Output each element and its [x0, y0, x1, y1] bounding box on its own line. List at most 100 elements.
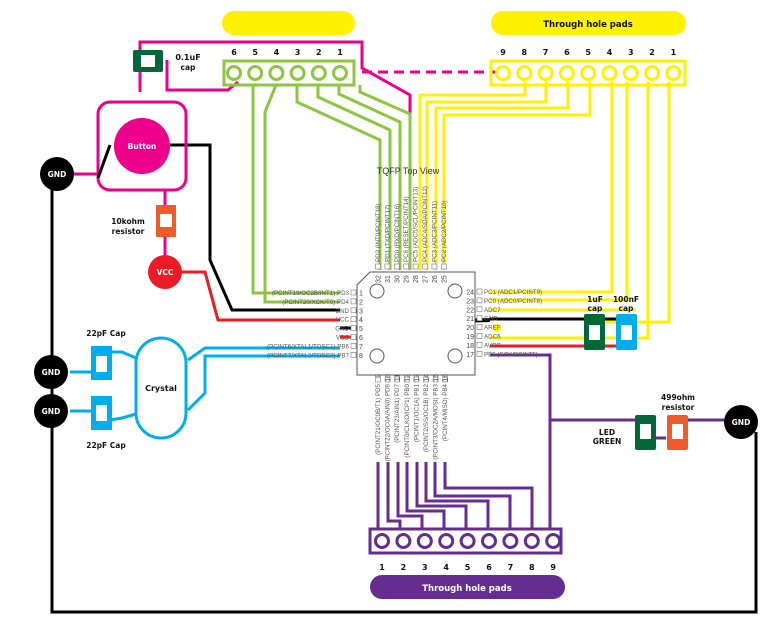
- pad-number: 7: [543, 48, 549, 57]
- chip-mark-tl: [369, 283, 385, 299]
- pad-number: 1: [337, 48, 343, 57]
- pad-hole[interactable]: [545, 533, 562, 549]
- button[interactable]: [114, 118, 170, 174]
- cap-22pf-bottom-inner: [96, 405, 107, 421]
- cap-01uf-inner: [141, 55, 155, 67]
- pad-hole[interactable]: [289, 65, 306, 81]
- cap-01uf-label-2: cap: [181, 63, 197, 72]
- pad-hole[interactable]: [481, 533, 497, 549]
- chip-pin-pad: [431, 263, 438, 270]
- chip-pin-number: 14: [424, 374, 431, 382]
- yellow-traces: [418, 82, 671, 340]
- pad-hole[interactable]: [665, 65, 682, 81]
- pad-number: 9: [550, 563, 556, 572]
- pad-hole[interactable]: [226, 65, 242, 81]
- purple-header-label: Through hole pads: [422, 584, 512, 594]
- blue-traces: [70, 346, 340, 422]
- aref-dot: [493, 324, 501, 332]
- chip-pin-number: 29: [404, 275, 411, 283]
- chip-pin-pad: [403, 376, 410, 383]
- chip-pin-label: GND: [335, 308, 349, 315]
- resistor-10k-label-2: resistor: [112, 227, 145, 236]
- chip-pin-pad: [476, 324, 483, 330]
- pad-hole[interactable]: [332, 65, 348, 81]
- cap-100nf-inner: [621, 325, 632, 340]
- chip-pin-number: 30: [394, 275, 401, 283]
- pad-number: 6: [231, 48, 237, 57]
- yellow-pad-header: [489, 59, 687, 87]
- pad-hole[interactable]: [502, 533, 519, 549]
- chip-pin-number: 25: [441, 275, 448, 283]
- chip-pin-label: (PCINT7/XTAL2/TOSC2) PB7: [267, 352, 350, 359]
- chip-pin-label: (PCINT4/MISO) PB4: [442, 383, 449, 441]
- cap-100nf-label-2: cap: [619, 304, 635, 313]
- chip-pin-label: VCC: [336, 317, 350, 324]
- chip-pin-label: PC5 (ADC5/SCL/PCINT13): [413, 187, 420, 262]
- chip-pin-number: 7: [359, 344, 363, 351]
- chip-pin-number: 16: [443, 374, 450, 382]
- resistor-499-label-2: resistor: [662, 403, 695, 412]
- cap-1uf-label-2: cap: [588, 304, 604, 313]
- pad-hole[interactable]: [438, 533, 455, 549]
- button-outline: [96, 100, 188, 192]
- pad-hole[interactable]: [268, 65, 285, 81]
- chip-pin-label: (PCINT19/OC2B/INT1) PD3: [272, 290, 350, 297]
- chip-pin-number: 22: [466, 307, 474, 314]
- chip-pin-pad: [350, 298, 357, 305]
- chip-pin-pad: [350, 351, 357, 358]
- pad-hole[interactable]: [495, 65, 511, 81]
- chip-pin-label: PC3 (ADC3/PCINT11): [431, 201, 438, 262]
- pad-number: 4: [443, 563, 449, 572]
- pad-hole[interactable]: [310, 65, 327, 81]
- gnd-led-label: GND: [732, 418, 751, 427]
- chip-pin-label: PC0 (ADC0/PCINT8): [484, 298, 542, 305]
- chip-pin-pad: [476, 297, 483, 304]
- chip-pin-pad: [412, 263, 419, 270]
- vcc-label: VCC: [157, 268, 174, 277]
- gnd-crystal-bottom-node: [34, 394, 68, 428]
- gnd-button-node: [40, 157, 74, 191]
- pad-number: 3: [422, 563, 428, 572]
- chip-pin-number: 4: [359, 317, 363, 324]
- pad-hole[interactable]: [374, 533, 390, 549]
- chip-pin-pad: [384, 376, 391, 383]
- pad-hole[interactable]: [516, 65, 533, 81]
- chip-pin-pad: [394, 376, 401, 383]
- pad-hole[interactable]: [459, 533, 476, 549]
- pad-number: 5: [465, 563, 471, 572]
- pad-hole[interactable]: [416, 533, 433, 549]
- pad-hole[interactable]: [601, 65, 618, 81]
- chip-pin-pad: [403, 263, 410, 270]
- chip-pin-label: PD2 (INT0/PCINT18): [375, 204, 382, 262]
- chip-pin-number: 13: [414, 374, 421, 382]
- chip-pin-label: (PCINT1/OC1A) PB1: [413, 383, 420, 442]
- pad-hole[interactable]: [622, 65, 639, 81]
- gnd-button-label: GND: [48, 170, 67, 179]
- cap-22pf-top-label: 22pF Cap: [86, 329, 126, 338]
- chip-pin-number: 5: [359, 326, 363, 333]
- chip-pin-label: ADC6: [484, 334, 501, 341]
- pad-hole[interactable]: [523, 533, 540, 549]
- pad-hole[interactable]: [580, 65, 597, 81]
- chip-pin-label: AVCC: [484, 342, 501, 349]
- chip-pin-number: 20: [466, 325, 474, 332]
- pad-number: 5: [585, 48, 591, 57]
- purple-header-label-pill: [370, 575, 565, 599]
- pad-hole[interactable]: [558, 65, 575, 81]
- chip-pin-label: GND: [484, 316, 498, 323]
- pad-number: 6: [486, 563, 492, 572]
- green-header-label-pill: [222, 11, 355, 35]
- crystal[interactable]: [134, 336, 188, 440]
- chip-pin-pad: [413, 376, 420, 383]
- pad-hole[interactable]: [644, 65, 661, 81]
- pad-hole[interactable]: [395, 533, 412, 549]
- chip-pin-label: ADC7: [484, 307, 501, 314]
- chip-pin-number: 9: [376, 374, 383, 378]
- pad-hole[interactable]: [247, 65, 264, 81]
- chip-pin-label: (PCINT22/OC0A/AIN0) PD6: [385, 383, 392, 461]
- pad-hole[interactable]: [537, 65, 554, 81]
- chip-pin-pad: [440, 263, 447, 270]
- cap-100nf-label-1: 100nF: [613, 295, 639, 304]
